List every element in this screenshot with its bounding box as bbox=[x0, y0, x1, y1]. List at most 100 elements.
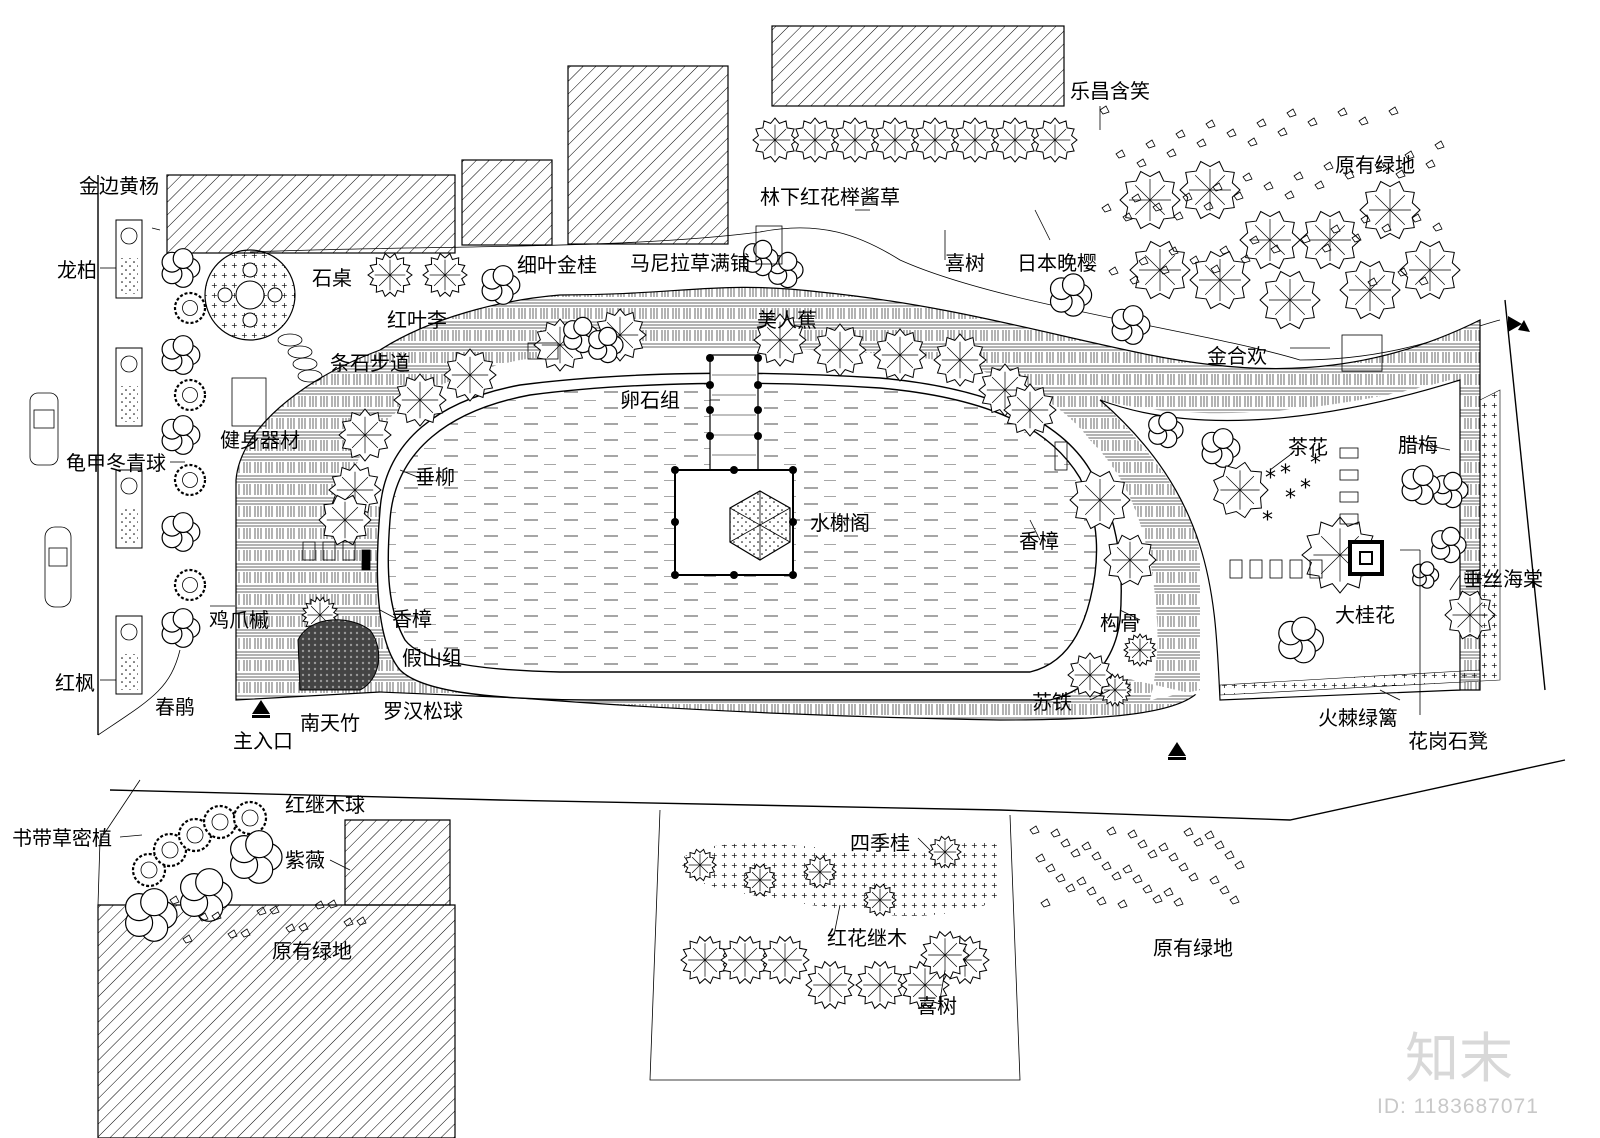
grass-tuft bbox=[1321, 243, 1332, 253]
grass-tuft bbox=[1173, 897, 1184, 907]
grass-tuft bbox=[1131, 193, 1142, 203]
tree-branch bbox=[1149, 199, 1166, 216]
rockery bbox=[297, 619, 380, 691]
tree-branch bbox=[1254, 224, 1271, 241]
tree-branch bbox=[1159, 254, 1176, 271]
watermark-logo: 知末 bbox=[1405, 1027, 1513, 1090]
grass-tuft bbox=[1086, 886, 1097, 896]
grass-tuft bbox=[1081, 841, 1092, 851]
tree-branch bbox=[814, 139, 827, 152]
camellia-star: * bbox=[1310, 451, 1321, 476]
grass-tuft bbox=[1196, 138, 1207, 148]
grass-tuft bbox=[1314, 180, 1325, 190]
tree-branch bbox=[559, 344, 574, 359]
shrub-symbol bbox=[1419, 561, 1435, 576]
tree-branch bbox=[1078, 674, 1091, 687]
tree-branch bbox=[1219, 264, 1236, 281]
tree-branch bbox=[1078, 663, 1091, 676]
shrub-symbol bbox=[573, 316, 593, 336]
tree-branch bbox=[1029, 409, 1044, 424]
tree-branch bbox=[774, 139, 787, 152]
tree-branch bbox=[744, 959, 758, 973]
tree-branch bbox=[732, 959, 746, 973]
shrub-symbol bbox=[1441, 526, 1461, 547]
tree-branch bbox=[1194, 189, 1211, 206]
tree-branch bbox=[699, 864, 709, 874]
label-chunjuan: 春鹃 bbox=[155, 695, 195, 719]
tree-branch bbox=[1239, 489, 1255, 505]
shrub-symbol bbox=[1061, 273, 1085, 297]
grass-tuft bbox=[1045, 863, 1056, 873]
tree-branch bbox=[784, 947, 798, 961]
grass-tuft bbox=[1337, 107, 1348, 117]
grass-tuft bbox=[1168, 852, 1179, 862]
tree-branch bbox=[1239, 475, 1255, 491]
tree-branch bbox=[444, 263, 457, 276]
tree-branch bbox=[469, 361, 484, 376]
label-xiangzhang-left: 香樟 bbox=[392, 607, 432, 631]
shrub-symbol bbox=[1291, 616, 1316, 642]
tree-symbols: ****** bbox=[125, 105, 1496, 1010]
label-meirenjiao: 美人蕉 bbox=[757, 308, 817, 332]
tree-branch bbox=[1354, 274, 1371, 291]
grass-tuft bbox=[1138, 256, 1149, 266]
tree-branch bbox=[759, 871, 769, 881]
ball-shrub-core bbox=[140, 861, 158, 879]
grass-tuft bbox=[1397, 267, 1408, 277]
grass-tuft bbox=[1404, 150, 1415, 160]
label-hongjimu-qiu: 红继木球 bbox=[285, 793, 365, 817]
grass-tuft bbox=[1219, 245, 1230, 255]
granite-bench bbox=[1348, 540, 1384, 576]
tree-branch bbox=[964, 947, 978, 961]
tree-branch bbox=[364, 434, 379, 449]
building-6 bbox=[344, 819, 451, 906]
grass-tuft bbox=[1129, 275, 1140, 285]
tree-branch bbox=[692, 947, 706, 961]
label-luohansongqiu: 罗汉松球 bbox=[383, 699, 463, 723]
tree-branch bbox=[378, 274, 391, 287]
tree-branch bbox=[1374, 209, 1391, 226]
label-longbai: 龙柏 bbox=[57, 258, 97, 282]
grass-tuft bbox=[1117, 899, 1128, 909]
shrub-symbol bbox=[172, 415, 194, 437]
tree-branch bbox=[829, 972, 843, 986]
tree-branch bbox=[871, 899, 881, 909]
building-3 bbox=[567, 65, 729, 245]
grass-tuft bbox=[1145, 139, 1156, 149]
ball-shrub bbox=[173, 568, 207, 602]
grass-tuft bbox=[1307, 117, 1318, 127]
tree-branch bbox=[1225, 475, 1241, 491]
tree-branch bbox=[319, 605, 330, 616]
tree-branch bbox=[389, 274, 402, 287]
tree-branch bbox=[944, 942, 958, 956]
tree-branch bbox=[310, 614, 321, 625]
grass-tuft bbox=[327, 899, 338, 909]
grass-tuft bbox=[182, 934, 193, 944]
label-guijia-dongqingqiu: 龟甲冬青球 bbox=[66, 451, 166, 475]
grass-tuft bbox=[1367, 277, 1378, 287]
tree-branch bbox=[879, 899, 889, 909]
tree-branch bbox=[811, 863, 821, 873]
label-chahua: 茶花 bbox=[1288, 435, 1328, 459]
tree-branch bbox=[924, 972, 938, 986]
grass-tuft bbox=[1168, 246, 1179, 256]
grass-tuft bbox=[1182, 192, 1193, 202]
grass-tuft bbox=[1205, 119, 1216, 129]
tree-branch bbox=[378, 263, 391, 276]
shrub-symbol bbox=[172, 248, 194, 270]
tree-branch bbox=[456, 361, 471, 376]
grass-tuft bbox=[1229, 895, 1240, 905]
label-xishu-top: 喜树 bbox=[945, 251, 985, 275]
tree-branch bbox=[419, 386, 434, 401]
tree-branch bbox=[1134, 199, 1151, 216]
tree-branch bbox=[974, 139, 987, 152]
ball-shrub-core bbox=[211, 813, 229, 831]
grass-tuft bbox=[1284, 190, 1295, 200]
tree-branch bbox=[351, 421, 366, 436]
label-zhurukou: 主入口 bbox=[233, 729, 293, 753]
label-gougu: 构骨 bbox=[1100, 611, 1140, 635]
tree-branch bbox=[1225, 489, 1241, 505]
parked-cars bbox=[29, 392, 72, 608]
shrub-symbol bbox=[1122, 305, 1144, 327]
label-jinhehuan: 金合欢 bbox=[1207, 344, 1267, 368]
